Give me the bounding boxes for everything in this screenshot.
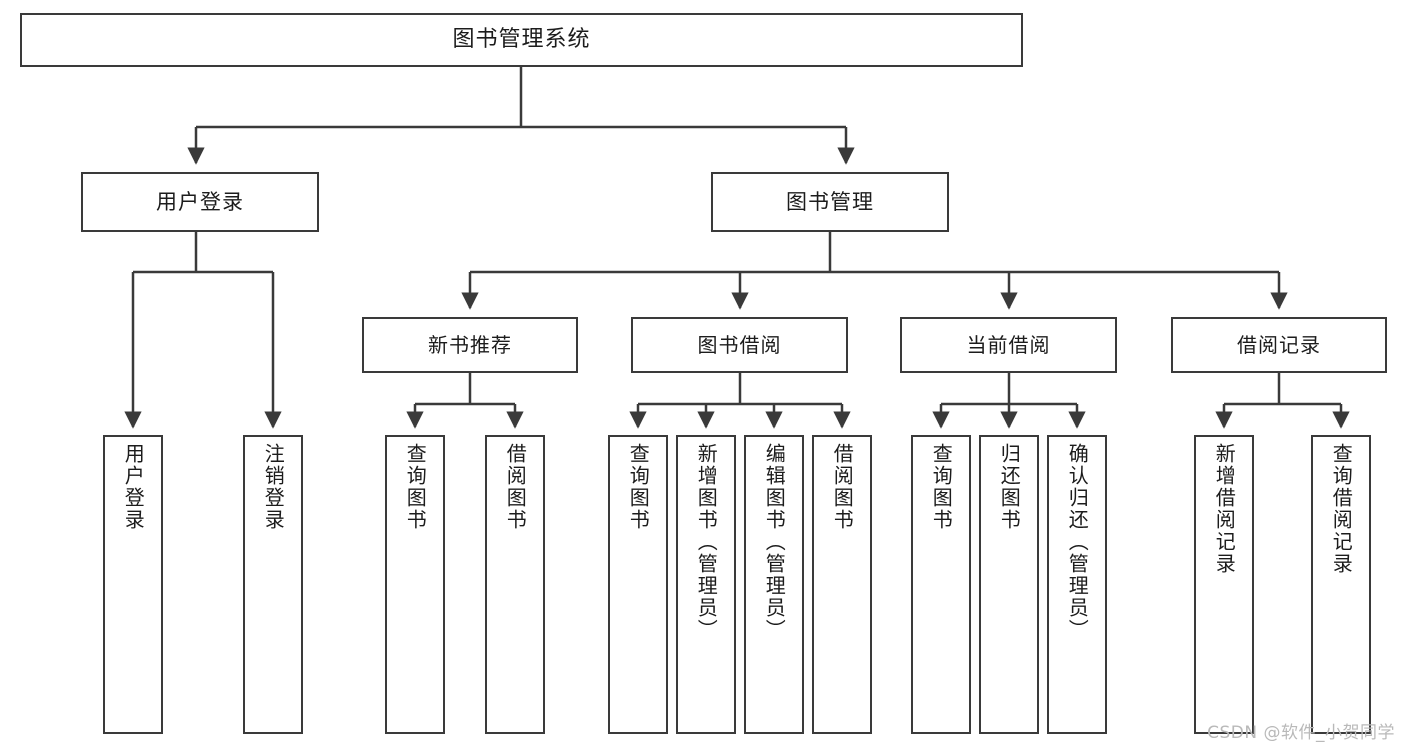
- node-book-borrow-label: 图书借阅: [697, 332, 782, 357]
- leaf-return-book-label: 归还图书: [997, 443, 1022, 531]
- leaf-user-logout[interactable]: 注销登录: [243, 435, 303, 734]
- leaf-edit-book-label: 编辑图书（管理员）: [762, 443, 787, 641]
- leaf-return-book[interactable]: 归还图书: [979, 435, 1039, 734]
- leaf-query-book-3[interactable]: 查询图书: [911, 435, 971, 734]
- leaf-query-book-2-label: 查询图书: [626, 443, 651, 531]
- node-book-manage[interactable]: 图书管理: [711, 172, 949, 232]
- node-new-book-recommend-label: 新书推荐: [428, 332, 512, 357]
- node-current-borrow-label: 当前借阅: [966, 332, 1051, 357]
- leaf-user-login-label: 用户登录: [121, 443, 146, 531]
- node-root[interactable]: 图书管理系统: [20, 13, 1023, 67]
- leaf-user-login[interactable]: 用户登录: [103, 435, 163, 734]
- node-book-borrow[interactable]: 图书借阅: [631, 317, 848, 373]
- watermark-text: CSDN @软件_小贺同学: [1207, 723, 1395, 743]
- leaf-query-book-1[interactable]: 查询图书: [385, 435, 445, 734]
- leaf-add-record-label: 新增借阅记录: [1212, 443, 1237, 575]
- leaf-query-book-3-label: 查询图书: [929, 443, 954, 531]
- leaf-add-record[interactable]: 新增借阅记录: [1194, 435, 1254, 734]
- leaf-query-book-2[interactable]: 查询图书: [608, 435, 668, 734]
- leaf-confirm-return[interactable]: 确认归还（管理员）: [1047, 435, 1107, 734]
- leaf-query-record[interactable]: 查询借阅记录: [1311, 435, 1371, 734]
- leaf-borrow-book-1-label: 借阅图书: [503, 443, 528, 531]
- node-new-book-recommend[interactable]: 新书推荐: [362, 317, 578, 373]
- leaf-user-logout-label: 注销登录: [261, 443, 286, 531]
- leaf-add-book-label: 新增图书（管理员）: [694, 443, 719, 641]
- node-root-label: 图书管理系统: [452, 27, 591, 53]
- node-user-login-label: 用户登录: [156, 189, 244, 214]
- node-borrow-record-label: 借阅记录: [1237, 332, 1321, 357]
- leaf-confirm-return-label: 确认归还（管理员）: [1065, 443, 1090, 641]
- leaf-borrow-book-1[interactable]: 借阅图书: [485, 435, 545, 734]
- node-book-manage-label: 图书管理: [786, 189, 874, 214]
- node-borrow-record[interactable]: 借阅记录: [1171, 317, 1387, 373]
- leaf-borrow-book-2[interactable]: 借阅图书: [812, 435, 872, 734]
- node-user-login[interactable]: 用户登录: [81, 172, 319, 232]
- leaf-query-record-label: 查询借阅记录: [1329, 443, 1354, 575]
- leaf-add-book[interactable]: 新增图书（管理员）: [676, 435, 736, 734]
- leaf-query-book-1-label: 查询图书: [403, 443, 428, 531]
- leaf-edit-book[interactable]: 编辑图书（管理员）: [744, 435, 804, 734]
- leaf-borrow-book-2-label: 借阅图书: [830, 443, 855, 531]
- node-current-borrow[interactable]: 当前借阅: [900, 317, 1117, 373]
